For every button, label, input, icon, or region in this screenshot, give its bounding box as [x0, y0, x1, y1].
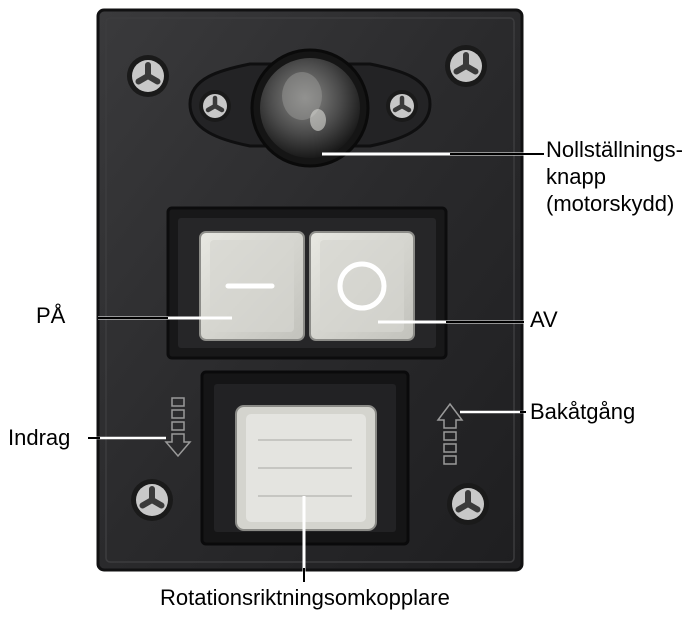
arrow-down-icon — [164, 397, 192, 458]
label-on: PÅ — [36, 303, 66, 328]
screw-icon — [127, 55, 169, 97]
label-reset-line-2: knapp — [546, 164, 606, 189]
label-reverse: Bakåtgång — [530, 399, 636, 424]
label-off: AV — [530, 307, 558, 332]
label-feed: Indrag — [8, 425, 71, 450]
on-button[interactable] — [199, 231, 305, 341]
panel-inner-edge — [105, 17, 515, 563]
screw-icon — [445, 45, 487, 87]
label-reset-button: Nollställnings- knapp (motorskydd) — [546, 136, 683, 217]
label-reset-line-3: (motorskydd) — [546, 191, 675, 216]
label-reset-line-1: Nollställnings- — [546, 137, 683, 162]
rotation-switch[interactable] — [235, 405, 377, 531]
screw-icon — [447, 483, 489, 525]
reset-button-icon — [188, 48, 432, 168]
label-rotation-switch: Rotationsriktningsomkopplare — [160, 585, 450, 610]
off-symbol-icon — [337, 261, 387, 311]
screw-icon — [131, 479, 173, 521]
arrow-up-icon — [436, 402, 464, 465]
off-button[interactable] — [309, 231, 415, 341]
